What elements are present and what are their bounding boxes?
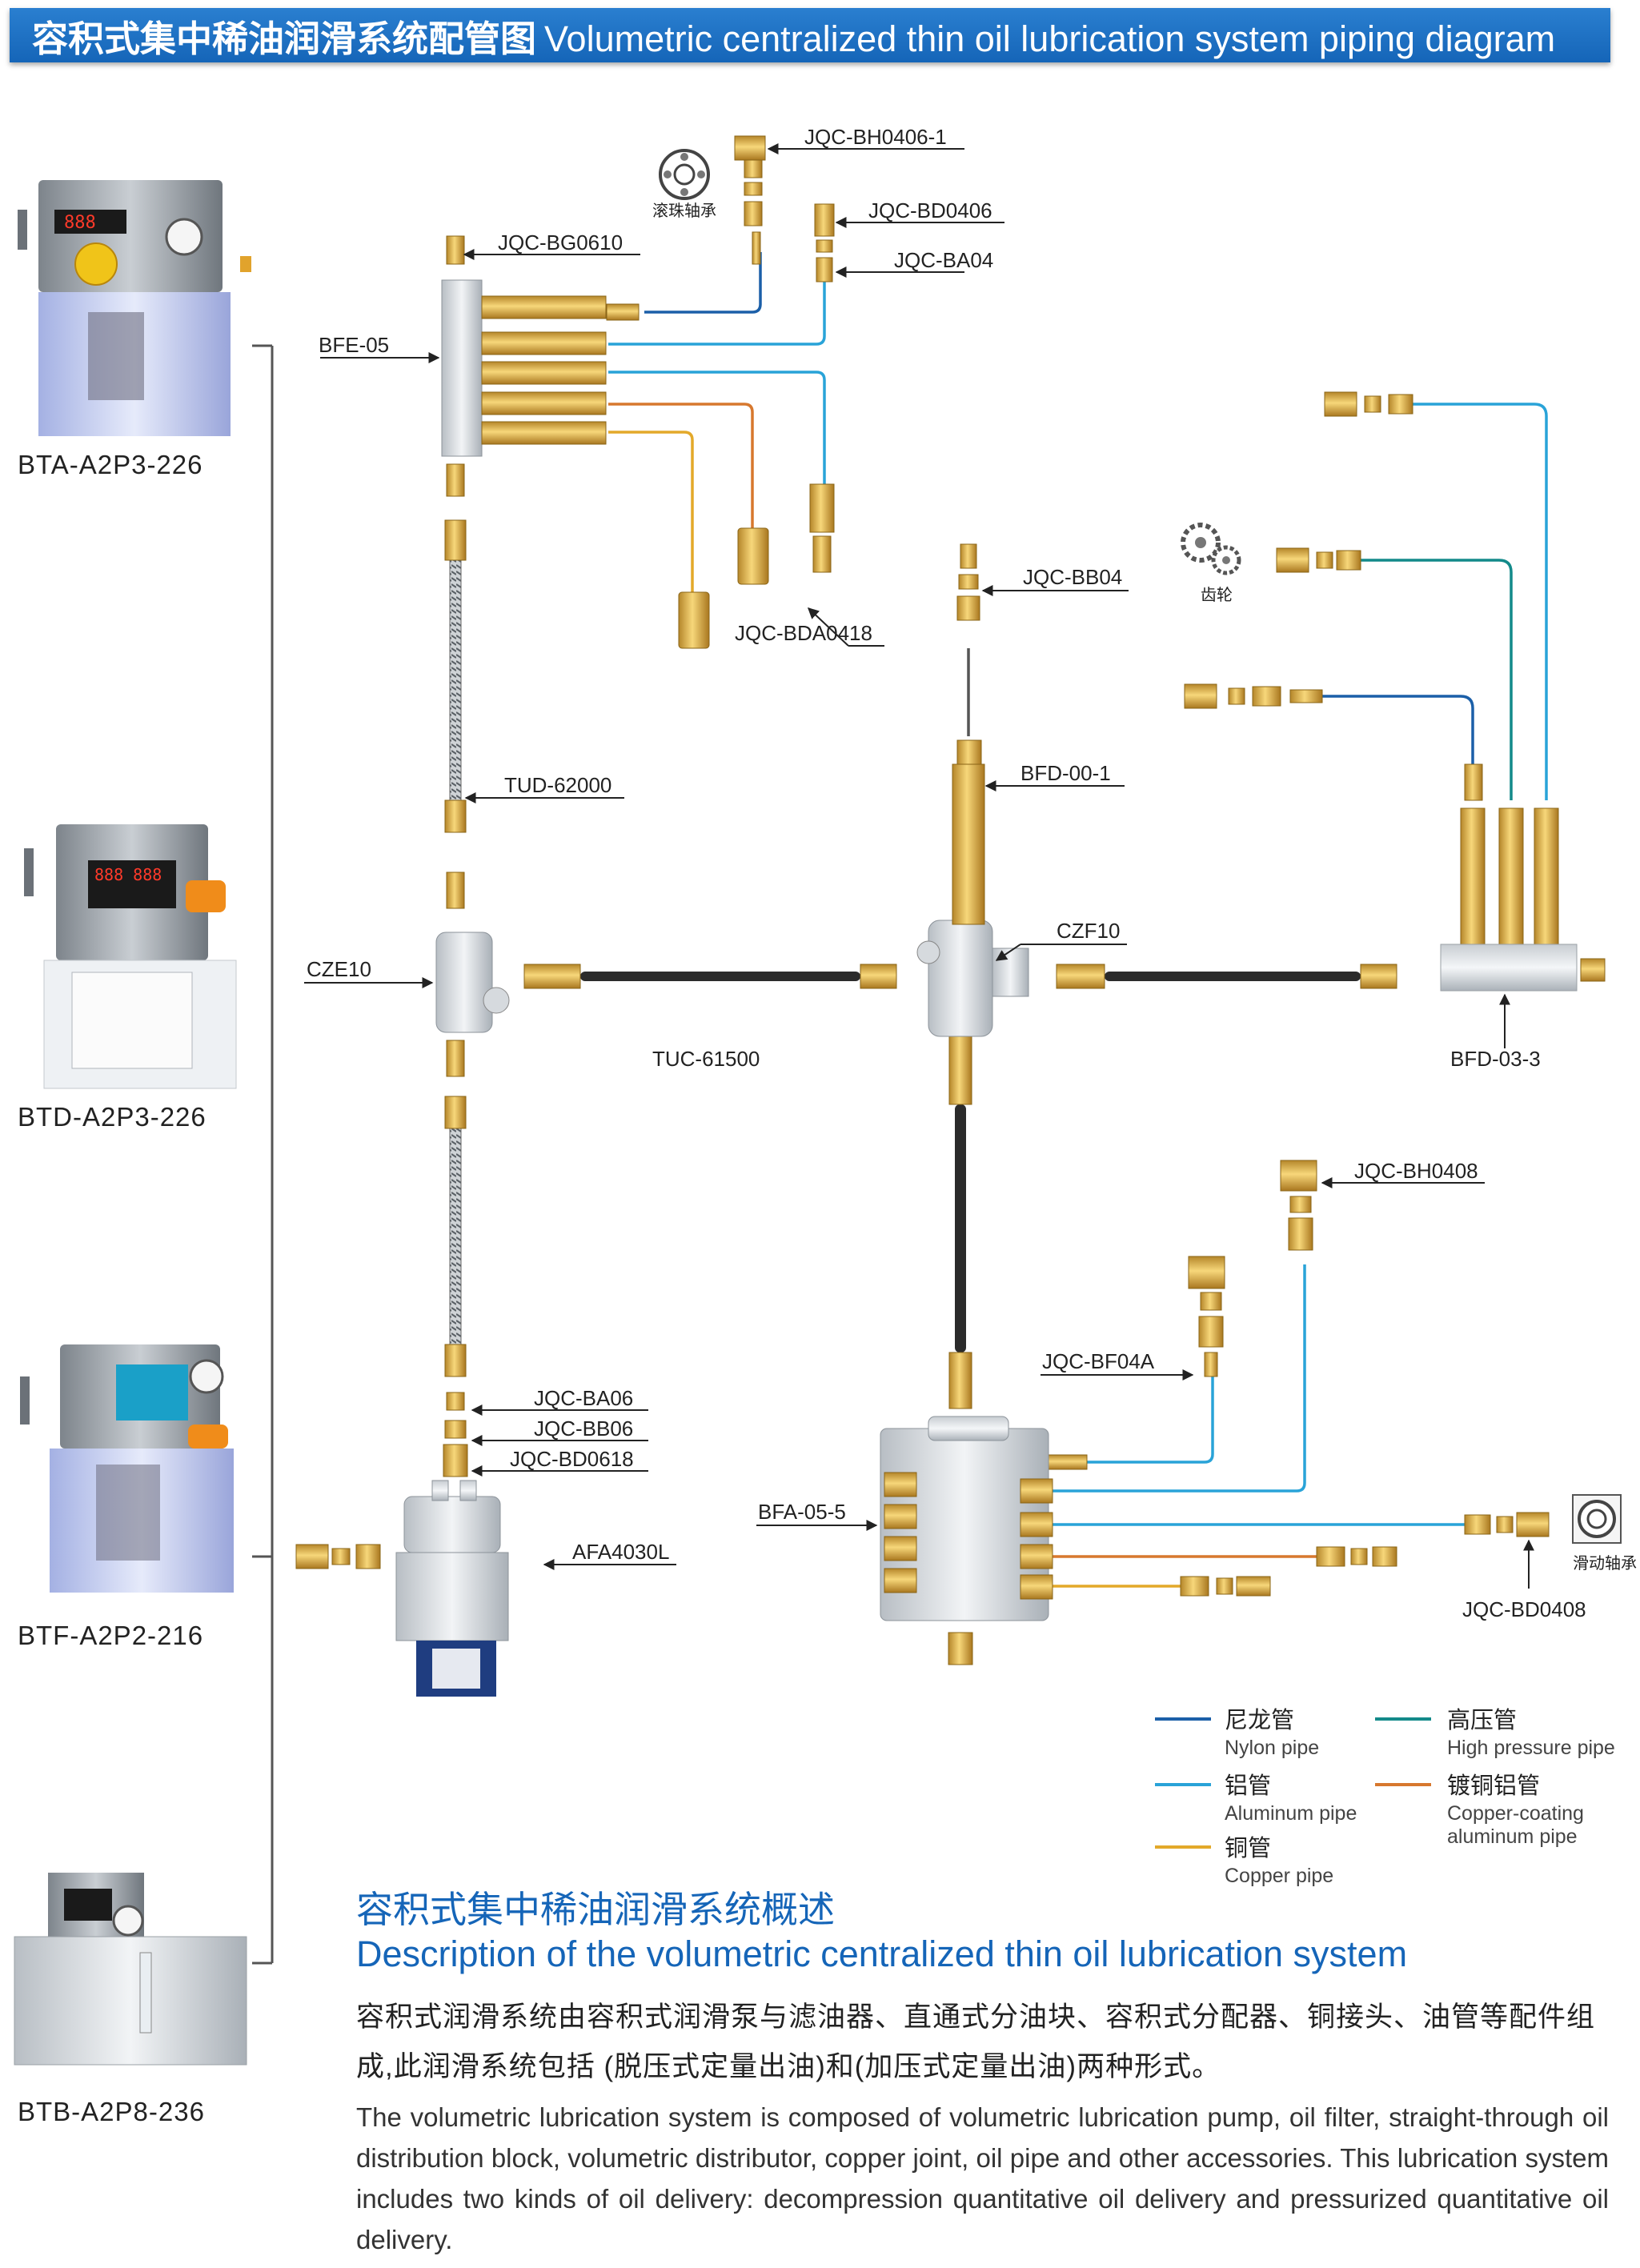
afa4030l-filter — [395, 1480, 509, 1697]
label-leaders — [304, 143, 1534, 1589]
label-jqc-bh0406-1: JQC-BH0406-1 — [804, 125, 947, 149]
legend-swatch-nylon — [1155, 1717, 1211, 1721]
label-tuc61500: TUC-61500 — [652, 1047, 760, 1071]
label-afa4030l: AFA4030L — [572, 1540, 669, 1564]
legend-nylon-en: Nylon pipe — [1225, 1737, 1320, 1759]
description-body-cn: 容积式润滑系统由容积式润滑泵与滤油器、直通式分油块、容积式分配器、铜接头、油管等… — [356, 2002, 1596, 2082]
label-gear: 齿轮 — [1201, 586, 1233, 604]
label-jqc-bf04a: JQC-BF04A — [1042, 1349, 1155, 1373]
ball-bearing-icon — [659, 149, 710, 200]
page-title-en: Volumetric centralized thin oil lubricat… — [544, 18, 1556, 59]
pump-btf — [20, 1344, 234, 1593]
legend-copper-coating: 镀铜铝管 Copper-coating aluminum pipe — [1447, 1767, 1623, 1849]
label-bfe05: BFE-05 — [319, 333, 389, 357]
legend-swatch-aluminum — [1155, 1783, 1211, 1786]
pump-label-btd: BTD-A2P3-226 — [18, 1102, 207, 1132]
label-jqc-bh0408: JQC-BH0408 — [1354, 1159, 1478, 1183]
pump-btd: 888 888 — [24, 824, 237, 1089]
label-tud62000: TUD-62000 — [504, 773, 611, 797]
label-sliding-bearing: 滑动轴承 — [1573, 1554, 1637, 1573]
pump-label-btf: BTF-A2P2-216 — [18, 1621, 204, 1650]
legend-swatch-copper — [1155, 1845, 1211, 1849]
legend-aluminum: 铝管 Aluminum pipe — [1225, 1767, 1357, 1825]
pump-bta: 888 — [18, 180, 251, 436]
part-labels: JQC-BH0406-1 JQC-BD0406 JQC-BA04 JQC-BG0… — [307, 125, 1637, 1621]
legend-swatch-high-pressure — [1375, 1717, 1431, 1721]
label-jqc-ba06: JQC-BA06 — [534, 1386, 633, 1410]
pump-label-btb: BTB-A2P8-236 — [18, 2097, 205, 2126]
label-jqc-bd0618: JQC-BD0618 — [510, 1447, 634, 1471]
hoses — [449, 559, 1361, 1352]
legend-aluminum-en: Aluminum pipe — [1225, 1802, 1357, 1825]
label-jqc-bd0408: JQC-BD0408 — [1462, 1597, 1586, 1621]
legend-high-pressure-cn: 高压管 — [1447, 1708, 1518, 1733]
bfd001-distributor — [952, 739, 985, 925]
legend-high-pressure-en: High pressure pipe — [1447, 1737, 1615, 1759]
legend-copper-en: Copper pipe — [1225, 1865, 1334, 1887]
gear-icon — [1181, 523, 1241, 575]
czf10-cross — [916, 920, 1029, 1037]
legend-nylon-cn: 尼龙管 — [1225, 1708, 1295, 1733]
svg-text:888 888: 888 888 — [94, 865, 162, 884]
legend-copper-coating-cn: 镀铜铝管 — [1447, 1773, 1541, 1799]
label-jqc-bb06: JQC-BB06 — [534, 1416, 633, 1441]
sliding-bearing-icon — [1572, 1494, 1622, 1544]
pump-bracket — [252, 344, 274, 1965]
description-body-en: The volumetric lubrication system is com… — [356, 2102, 1609, 2254]
label-bfd033: BFD-03-3 — [1450, 1047, 1541, 1071]
pump-label-bta: BTA-A2P3-226 — [18, 450, 203, 479]
pump-btb — [14, 1873, 247, 2066]
description-title-cn: 容积式集中稀油润滑系统概述 — [356, 1889, 835, 1930]
cze10-tee — [435, 932, 510, 1033]
legend-swatch-copper-coating — [1375, 1783, 1431, 1786]
label-jqc-bg0610: JQC-BG0610 — [498, 230, 623, 254]
label-bfa055: BFA-05-5 — [758, 1500, 846, 1524]
description-title-en: Description of the volumetric centralize… — [356, 1933, 1408, 1974]
label-ball-bearing: 滚珠轴承 — [652, 202, 716, 220]
page-title-cn: 容积式集中稀油润滑系统配管图 — [32, 18, 537, 59]
legend-copper-cn: 铜管 — [1225, 1836, 1272, 1861]
brass-fittings — [295, 135, 1606, 1665]
label-bfd001: BFD-00-1 — [1020, 761, 1111, 785]
legend-aluminum-cn: 铝管 — [1225, 1773, 1272, 1799]
label-czf10: CZF10 — [1057, 919, 1120, 943]
label-jqc-bda0418: JQC-BDA0418 — [735, 621, 872, 645]
pipes — [608, 252, 1548, 1588]
label-jqc-bb04: JQC-BB04 — [1023, 565, 1122, 589]
legend-copper: 铜管 Copper pipe — [1225, 1829, 1333, 1888]
bfe05-block — [441, 279, 607, 457]
bfd033-block — [1440, 944, 1578, 992]
label-jqc-ba04: JQC-BA04 — [894, 248, 993, 272]
svg-text:888: 888 — [64, 213, 96, 233]
legend-nylon: 尼龙管 Nylon pipe — [1225, 1701, 1319, 1760]
legend-copper-coating-en: Copper-coating aluminum pipe — [1447, 1802, 1584, 1848]
label-cze10: CZE10 — [307, 957, 371, 981]
label-jqc-bd0406: JQC-BD0406 — [868, 198, 992, 222]
bfa055-distributor — [880, 1416, 1053, 1621]
legend-high-pressure: 高压管 High pressure pipe — [1447, 1701, 1615, 1760]
